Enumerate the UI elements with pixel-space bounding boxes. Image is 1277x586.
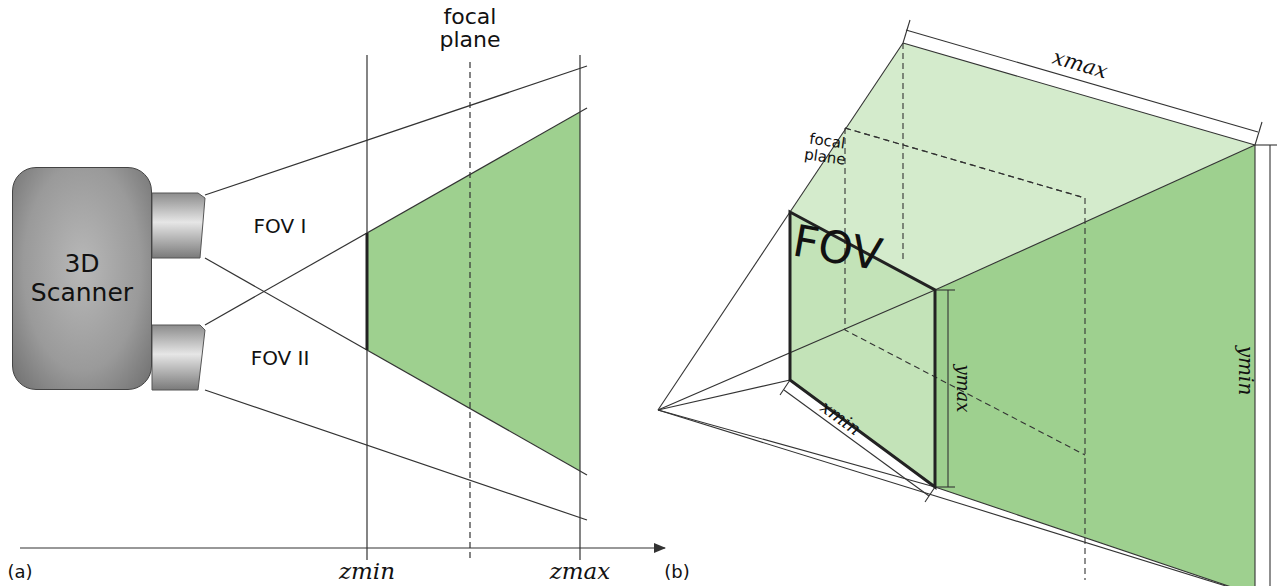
axis-label: zmax (550, 559, 611, 583)
plane-label: focal plane (425, 5, 515, 51)
dimension-label: ymax (953, 361, 972, 415)
axis-label: zmin (339, 559, 395, 583)
dimension-label: xmax (1047, 45, 1113, 84)
scanner-housing: 3D Scanner (12, 167, 152, 390)
fov-label: FOV I (254, 216, 307, 237)
fov-face (790, 212, 935, 487)
dimension-label: ymin (1236, 342, 1257, 398)
frustum-side (935, 145, 1255, 586)
device-name: 3D Scanner (27, 250, 137, 308)
measurement-volume (367, 112, 580, 471)
fov-label: FOV II (251, 348, 310, 369)
panel-label: (b) (664, 563, 689, 582)
plane-label: focal plane (799, 131, 853, 169)
panel-label: (a) (7, 563, 32, 582)
